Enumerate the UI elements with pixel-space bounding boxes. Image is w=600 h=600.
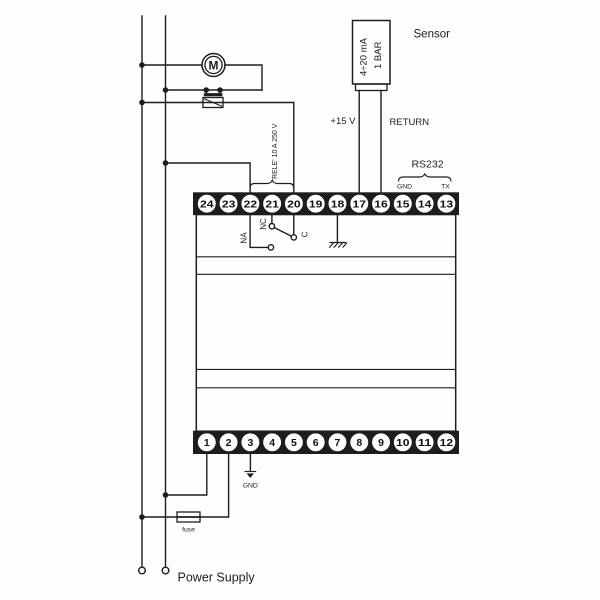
na-wire (249, 213, 269, 249)
wire-terminal-2 (141, 452, 230, 518)
terminal-14 (413, 192, 436, 215)
terminal-label-21: 21 (265, 199, 279, 211)
line-fuse-circuit (139, 87, 295, 194)
rs232-gnd-label: GND (397, 184, 412, 191)
wire-terminal-1 (164, 452, 208, 496)
power-terminal-right-icon (161, 566, 170, 575)
relay-contact-group: RELE' 10 A 250 V NC NA C (240, 123, 310, 251)
sensor-flange (354, 83, 388, 92)
terminal-label-14: 14 (418, 199, 432, 211)
terminal-4 (261, 431, 284, 454)
rs232-label: RS232 (411, 159, 443, 171)
top-terminal-row: 24 23 22 21 20 19 18 17 16 15 14 13 (195, 192, 458, 215)
rs232-brace-icon (397, 172, 452, 182)
c-contact-icon (290, 233, 298, 241)
bottom-wiring: fuse GND (139, 452, 258, 534)
fuse-icon (202, 96, 224, 109)
terminal-11 (413, 431, 436, 454)
terminal-label-3: 3 (247, 437, 253, 449)
terminal-21 (261, 192, 284, 215)
sensor-range-label: 4÷20 mA (359, 37, 370, 76)
plus15v-label: +15 V (330, 116, 356, 127)
terminal-label-1: 1 (204, 437, 210, 449)
terminal-18 (326, 192, 349, 215)
terminal-label-2: 2 (226, 437, 232, 449)
terminal-label-15: 15 (396, 199, 410, 211)
terminal-label-22: 22 (244, 199, 258, 211)
terminal-10 (391, 431, 414, 454)
terminal-5 (282, 431, 305, 454)
nc-label: NC (259, 218, 268, 230)
terminal-9 (369, 431, 393, 454)
terminal-label-17: 17 (353, 199, 367, 211)
relay-brace-icon (249, 178, 295, 189)
terminal-17 (348, 192, 371, 215)
terminal-19 (304, 192, 327, 215)
terminal-22 (239, 192, 262, 215)
relay-rating-label: RELE' 10 A 250 V (272, 123, 279, 179)
terminal-16 (369, 192, 393, 215)
terminal-8 (348, 431, 371, 454)
earth-ground-18 (328, 213, 348, 248)
terminal-24 (195, 192, 218, 215)
terminal-label-6: 6 (313, 437, 319, 449)
return-label: RETURN (390, 117, 430, 128)
sensor-title: Sensor (414, 29, 451, 41)
rs232-group: RS232 GND TX (397, 159, 452, 191)
rs232-tx-label: TX (441, 184, 450, 191)
terminal-label-16: 16 (374, 199, 388, 211)
na-label: NA (240, 232, 249, 244)
terminal-6 (304, 431, 327, 454)
terminal-label-20: 20 (287, 199, 301, 211)
terminal-label-11: 11 (418, 437, 432, 449)
fuse-label: fuse (182, 527, 195, 534)
terminal-7 (326, 431, 349, 454)
terminal-22-feed (162, 160, 251, 194)
terminal-label-4: 4 (269, 437, 275, 449)
na-contact-icon (267, 243, 275, 251)
wire-to-terminal-22 (164, 162, 251, 194)
nc-contact-icon (268, 222, 276, 230)
terminal-label-7: 7 (335, 437, 341, 449)
earth-icon (328, 241, 348, 248)
terminal-13 (435, 192, 458, 215)
sensor-pressure-label: 1 BAR (373, 41, 384, 69)
terminal-label-8: 8 (356, 437, 362, 449)
terminal-15 (391, 192, 414, 215)
motor-wire-right (224, 64, 263, 91)
terminal-2 (217, 431, 240, 454)
junction-dot (162, 492, 169, 498)
gnd-arrow-icon (246, 473, 254, 478)
junction-dot (162, 87, 169, 93)
relay-blade (273, 226, 293, 238)
terminal-3 (239, 431, 262, 454)
terminal-12 (435, 431, 458, 454)
sensor-assembly: 4÷20 mA 1 BAR Sensor +15 V RETURN (330, 19, 451, 194)
terminal-label-23: 23 (222, 199, 236, 211)
power-terminal-left-icon (137, 566, 146, 575)
junction-dot (139, 514, 145, 520)
terminal-label-5: 5 (291, 437, 297, 449)
motor-label: M (209, 58, 219, 72)
terminal-23 (217, 192, 240, 215)
terminal-label-24: 24 (200, 199, 214, 211)
device-body (195, 213, 457, 432)
motor-icon-inner (204, 55, 223, 75)
terminal-label-19: 19 (309, 199, 323, 211)
device-outline (195, 213, 457, 432)
terminal-label-18: 18 (331, 199, 345, 211)
fuse-diagonal (203, 98, 223, 107)
motor-circuit: M (139, 52, 263, 93)
c-label: C (301, 231, 310, 237)
terminal-label-10: 10 (396, 437, 410, 449)
terminal-label-12: 12 (440, 437, 454, 449)
terminal-label-9: 9 (378, 437, 384, 449)
gnd-label: GND (243, 483, 258, 490)
terminal-label-13: 13 (440, 199, 454, 211)
terminal-20 (282, 192, 305, 215)
terminal-1 (195, 431, 218, 454)
power-supply-label: Power Supply (178, 571, 256, 585)
